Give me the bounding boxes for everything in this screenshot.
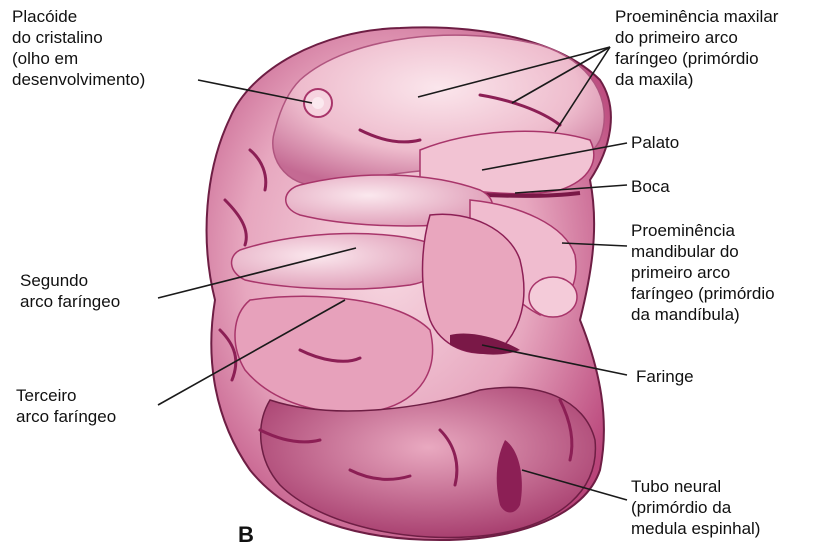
label-palato: Palato: [631, 132, 679, 153]
label-proeminencia-maxilar: Proeminência maxilar do primeiro arco fa…: [615, 6, 778, 90]
label-proeminencia-mandibular: Proeminência mandibular do primeiro arco…: [631, 220, 775, 325]
label-placoide: Placóide do cristalino (olho em desenvol…: [12, 6, 145, 90]
label-faringe: Faringe: [636, 366, 694, 387]
label-segundo-arco: Segundo arco faríngeo: [20, 270, 120, 312]
label-terceiro-arco: Terceiro arco faríngeo: [16, 385, 116, 427]
figure-letter: B: [238, 522, 254, 548]
label-tubo-neural: Tubo neural (primórdio da medula espinha…: [631, 476, 760, 539]
label-boca: Boca: [631, 176, 670, 197]
